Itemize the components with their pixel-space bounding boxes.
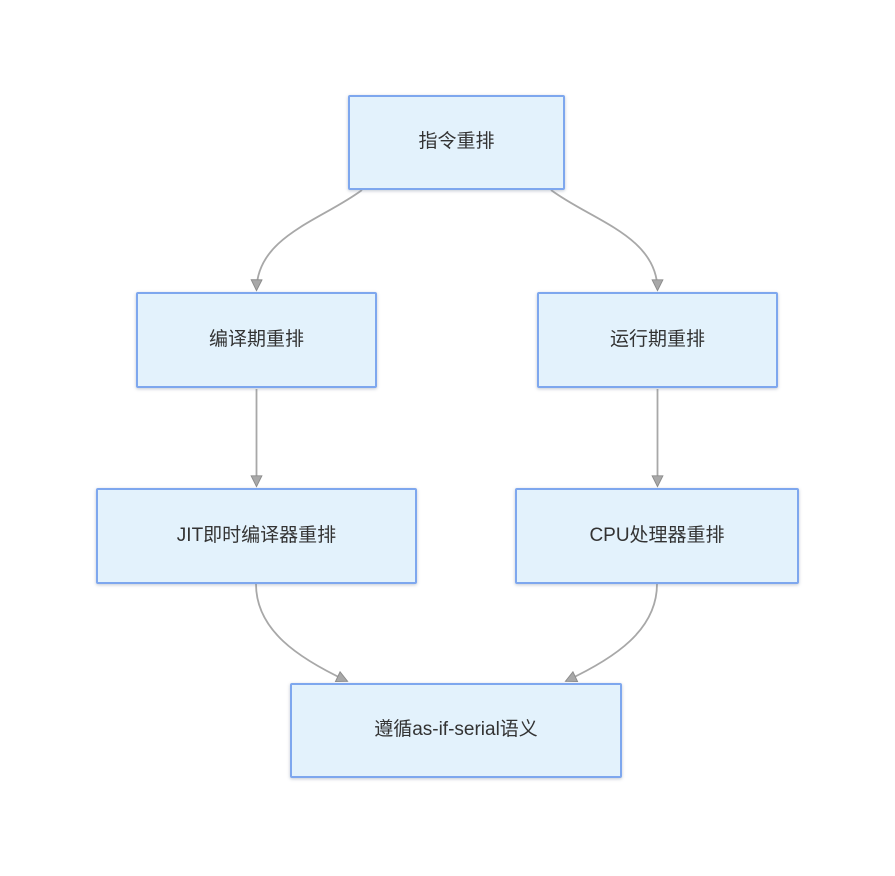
node-runtime-reorder: 运行期重排 <box>537 292 778 388</box>
edge-cpu-to-serial <box>566 583 658 681</box>
node-instruction-reorder: 指令重排 <box>348 95 565 190</box>
node-jit-compiler-reorder: JIT即时编译器重排 <box>96 488 417 584</box>
node-compile-time-reorder: 编译期重排 <box>136 292 377 388</box>
node-label: 运行期重排 <box>609 328 705 350</box>
node-as-if-serial: 遵循as-if-serial语义 <box>290 683 622 778</box>
node-label: CPU处理器重排 <box>589 524 725 546</box>
node-label: JIT即时编译器重排 <box>176 524 337 546</box>
edge-instruction-to-compile <box>257 189 363 290</box>
edge-instruction-to-runtime <box>550 189 658 290</box>
node-label: 编译期重排 <box>208 328 304 350</box>
node-label: 指令重排 <box>418 131 495 153</box>
node-label: 遵循as-if-serial语义 <box>374 719 538 741</box>
node-cpu-processor-reorder: CPU处理器重排 <box>515 488 799 584</box>
edge-jit-to-serial <box>255 583 347 681</box>
